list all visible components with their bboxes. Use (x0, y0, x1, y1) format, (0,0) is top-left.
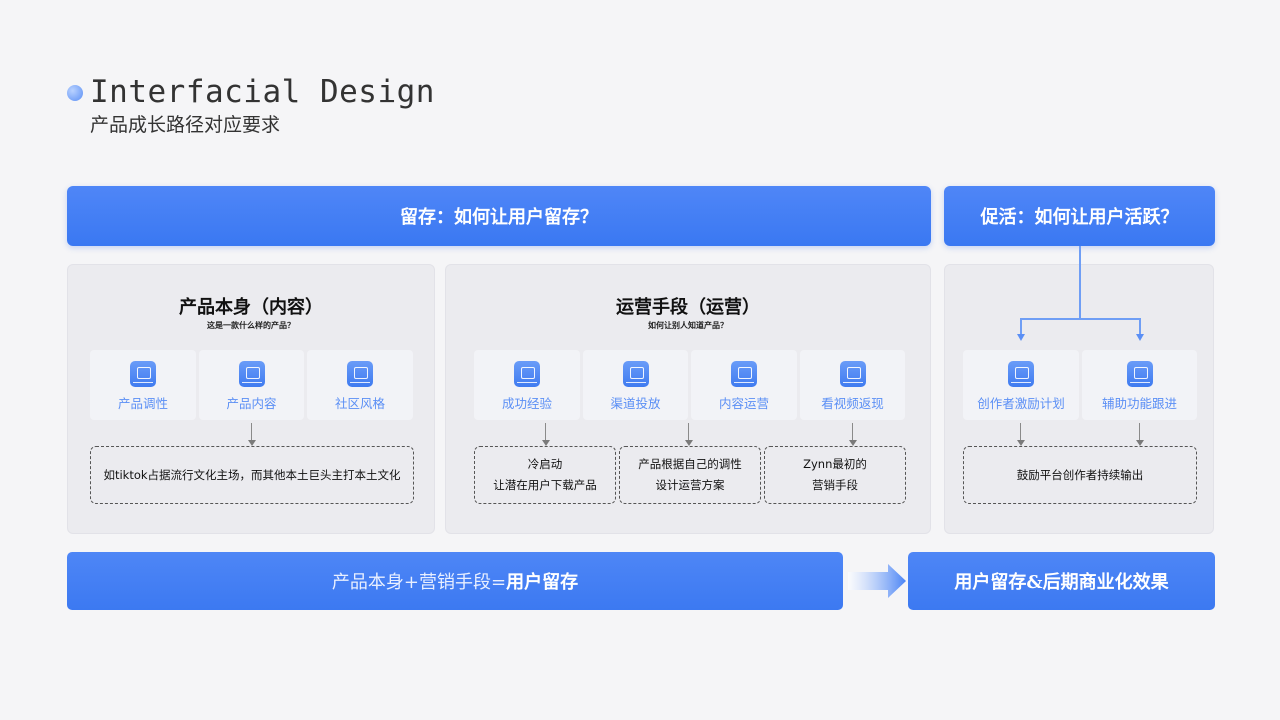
title-bullet-icon (67, 85, 83, 101)
card-cashback[interactable]: 看视频返现 (800, 350, 905, 420)
note-line: 产品根据自己的调性 (638, 457, 742, 471)
card-label: 辅助功能跟进 (1101, 396, 1177, 411)
document-icon (130, 361, 156, 387)
note-text: 如tiktok占据流行文化主场，而其他本土巨头主打本土文化 (103, 467, 401, 482)
arrow-down-icon (1135, 334, 1144, 341)
note-line: 冷启动 (527, 457, 563, 471)
panel-title: 运营手段（运营） (616, 297, 760, 318)
formula-prefix: 产品本身+营销手段= (331, 572, 507, 593)
community-icon (347, 361, 373, 387)
note-box: Zynn最初的 营销手段 (764, 446, 906, 504)
card-product-tone[interactable]: 产品调性 (90, 350, 196, 420)
note-line: 让潜在用户下载产品 (493, 478, 597, 492)
arrow-down-icon (1016, 334, 1025, 341)
retention-banner: 留存：如何让用户留存？ (67, 186, 931, 246)
card-label: 产品调性 (117, 396, 168, 411)
card-label: 内容运营 (718, 396, 769, 411)
reward-icon (1008, 361, 1034, 387)
formula-banner: 产品本身+营销手段=用户留存 (67, 552, 843, 610)
card-label: 创作者激励计划 (977, 396, 1065, 411)
note-line: 设计运营方案 (655, 478, 725, 492)
channel-icon (622, 361, 649, 387)
page-title: Interfacial Design (90, 74, 435, 110)
note-box: 鼓励平台创作者持续输出 (963, 446, 1197, 504)
note-box: 产品根据自己的调性 设计运营方案 (619, 446, 761, 504)
arrow-down-icon (848, 423, 857, 446)
connector-line (1079, 246, 1081, 319)
arrow-down-icon (247, 423, 256, 446)
card-community-style[interactable]: 社区风格 (307, 350, 413, 420)
note-box: 如tiktok占据流行文化主场，而其他本土巨头主打本土文化 (90, 446, 414, 504)
panel-title: 产品本身（内容） (179, 297, 323, 318)
note-line: Zynn最初的 (803, 457, 867, 471)
card-channel-placement[interactable]: 渠道投放 (583, 350, 688, 420)
formula-result: 用户留存 (506, 572, 579, 593)
note-text: 鼓励平台创作者持续输出 (1016, 467, 1144, 482)
connector-line (1020, 318, 1140, 320)
right-arrow-icon (848, 564, 906, 598)
note-box: 冷启动 让潜在用户下载产品 (474, 446, 616, 504)
arrow-down-icon (541, 423, 550, 446)
eye-icon (731, 361, 757, 387)
arrow-down-icon (1135, 423, 1144, 446)
arrow-down-icon (1016, 423, 1025, 446)
outcome-banner: 用户留存&后期商业化效果 (908, 552, 1215, 610)
note-line: 营销手段 (812, 478, 858, 492)
card-label: 看视频返现 (821, 396, 884, 411)
tool-icon (1126, 361, 1153, 387)
card-content-operations[interactable]: 内容运营 (691, 350, 797, 420)
image-icon (238, 361, 265, 387)
card-label: 渠道投放 (610, 396, 661, 411)
product-content-panel: 产品本身（内容） 这是一款什么样的产品？ 产品调性 产品内容 社区风格 如tik… (67, 264, 435, 534)
card-success-experience[interactable]: 成功经验 (474, 350, 580, 420)
operations-panel: 运营手段（运营） 如何让别人知道产品？ 成功经验 渠道投放 内容运营 看视频返现… (445, 264, 931, 534)
card-label: 产品内容 (226, 396, 277, 411)
percent-icon (514, 361, 540, 387)
card-product-content[interactable]: 产品内容 (199, 350, 304, 420)
wallet-icon (839, 361, 866, 387)
activation-banner: 促活：如何让用户活跃？ (944, 186, 1215, 246)
card-label: 成功经验 (501, 396, 552, 411)
connector-line (1139, 318, 1141, 335)
page-subtitle: 产品成长路径对应要求 (90, 114, 281, 136)
card-label: 社区风格 (334, 396, 385, 411)
card-creator-incentive[interactable]: 创作者激励计划 (963, 350, 1079, 420)
panel-subtitle: 这是一款什么样的产品？ (207, 321, 295, 330)
arrow-down-icon (684, 423, 693, 446)
connector-line (1020, 318, 1022, 335)
card-feature-followup[interactable]: 辅助功能跟进 (1082, 350, 1197, 420)
panel-subtitle: 如何让别人知道产品？ (648, 321, 728, 330)
